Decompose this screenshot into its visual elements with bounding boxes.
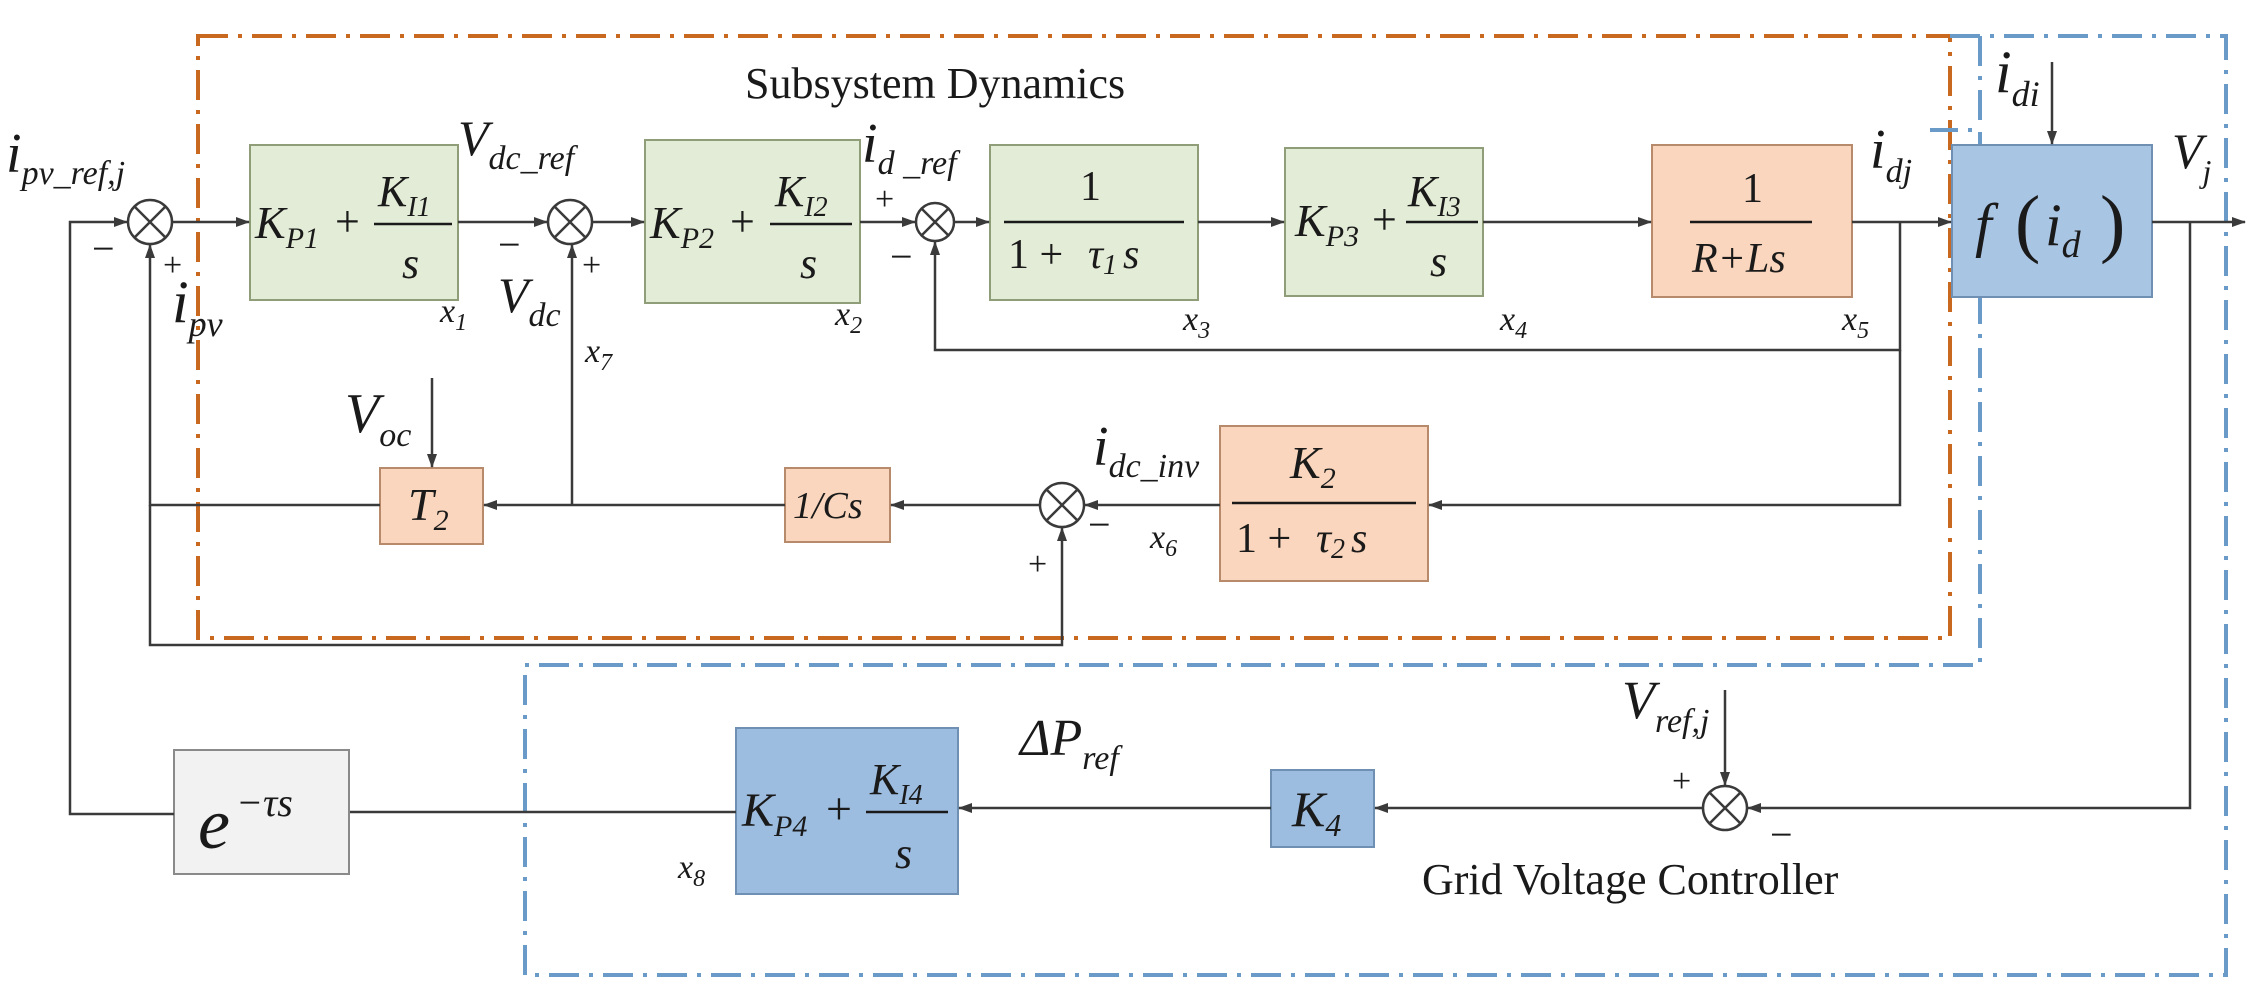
svg-text:K2: K2 xyxy=(1289,437,1336,495)
svg-text:1 +: 1 + xyxy=(1236,516,1291,562)
pi3-formula: KP3 + KI3 s xyxy=(1294,167,1478,286)
signal-i-dj: idj xyxy=(1870,119,1912,190)
sum-junction-1 xyxy=(126,198,174,246)
state-x1: x1 xyxy=(439,293,467,336)
svg-text:1: 1 xyxy=(1080,164,1101,210)
sum5-plus-sign: + xyxy=(1672,763,1691,800)
svg-text:R+Ls: R+Ls xyxy=(1691,236,1786,282)
signal-v-dc-ref: Vdc_ref xyxy=(458,110,579,177)
svg-text:1 +: 1 + xyxy=(1008,232,1063,278)
sum-junction-4 xyxy=(1038,481,1086,529)
sum4-plus-sign: + xyxy=(1028,546,1047,583)
svg-text:KP1: KP1 xyxy=(254,197,319,255)
pi2-formula: KP2 + KI2 s xyxy=(649,167,852,288)
svg-text:KI2: KI2 xyxy=(774,167,828,223)
signal-v-j: Vj xyxy=(2172,123,2212,189)
svg-text:KP3: KP3 xyxy=(1294,195,1359,253)
signal-i-pv: ipv xyxy=(172,269,223,344)
delay-formula: e−τs xyxy=(198,780,293,864)
state-x2: x2 xyxy=(834,296,862,339)
signal-lines xyxy=(68,62,2246,816)
svg-text:KP2: KP2 xyxy=(649,197,714,255)
cs-formula: 1/Cs xyxy=(793,485,863,527)
svg-text:1: 1 xyxy=(1742,166,1763,212)
svg-text:s: s xyxy=(402,239,419,288)
signal-v-oc: Voc xyxy=(345,383,411,454)
svg-text:+: + xyxy=(730,197,755,246)
sum-junction-5 xyxy=(1701,784,1749,832)
svg-text:s: s xyxy=(895,829,912,878)
svg-text:KI4: KI4 xyxy=(869,755,923,811)
k4-block xyxy=(1270,769,1375,848)
fid-block xyxy=(1951,144,2153,298)
svg-text:τ2s: τ2s xyxy=(1316,516,1367,565)
signal-i-pv-ref-j: ipv_ref,j xyxy=(6,123,125,192)
state-x8: x8 xyxy=(677,849,705,892)
t2-formula: T2 xyxy=(408,479,449,537)
grid-controller-title: Grid Voltage Controller xyxy=(1422,855,1839,904)
state-x5: x5 xyxy=(1841,301,1869,344)
sum-junction-3 xyxy=(914,201,956,243)
svg-text:s: s xyxy=(1430,237,1447,286)
svg-text:KP4: KP4 xyxy=(741,784,807,843)
sum2-minus-sign: − xyxy=(498,222,521,267)
sum2-plus-sign: + xyxy=(582,247,601,284)
state-x4: x4 xyxy=(1499,301,1527,344)
sum-junction-2 xyxy=(546,198,594,246)
pi1-block xyxy=(249,144,459,301)
sum3-minus-sign: − xyxy=(890,234,913,279)
delay-block xyxy=(173,749,350,875)
state-x6: x6 xyxy=(1149,519,1177,562)
k4-formula: K4 xyxy=(1291,781,1341,843)
sum3-plus-sign: + xyxy=(875,181,894,218)
pi1-formula: KP1 + KI1 s xyxy=(254,167,452,288)
signal-i-di: idi xyxy=(1995,39,2040,114)
subsystem-title: Subsystem Dynamics xyxy=(745,59,1125,108)
state-x3: x3 xyxy=(1182,301,1210,344)
signal-v-dc: Vdc xyxy=(498,267,561,334)
sum1-minus-sign: − xyxy=(92,226,115,271)
subsystem-boundary xyxy=(196,34,1952,640)
signal-i-dc-inv: idc_inv xyxy=(1093,416,1200,485)
svg-text:+: + xyxy=(826,783,852,834)
sum1-plus-sign: + xyxy=(163,247,182,284)
svg-text:KI3: KI3 xyxy=(1407,167,1461,223)
signal-delta-p-ref: ΔPref xyxy=(1018,710,1123,777)
grid-controller-boundary xyxy=(523,34,2228,977)
state-x7: x7 xyxy=(584,333,613,376)
svg-text:+: + xyxy=(335,197,360,246)
svg-text:KI1: KI1 xyxy=(377,167,431,223)
svg-text:τ1s: τ1s xyxy=(1088,232,1139,281)
svg-text:s: s xyxy=(800,239,817,288)
signal-v-ref-j: Vref,j xyxy=(1622,670,1709,740)
svg-text:+: + xyxy=(1372,195,1397,244)
pi2-block xyxy=(644,139,861,304)
sum4-minus-sign: − xyxy=(1088,502,1111,547)
svg-text:): ) xyxy=(2100,181,2125,265)
pi4-formula: KP4 + KI4 s xyxy=(741,755,948,878)
svg-text:(: ( xyxy=(2015,181,2040,265)
sum5-minus-sign: − xyxy=(1770,812,1793,857)
t2-block xyxy=(379,467,484,545)
svg-text:id: id xyxy=(2045,192,2082,266)
signal-i-d-ref: id _ref xyxy=(862,113,961,182)
rl-formula: 1 R+Ls xyxy=(1690,166,1812,282)
